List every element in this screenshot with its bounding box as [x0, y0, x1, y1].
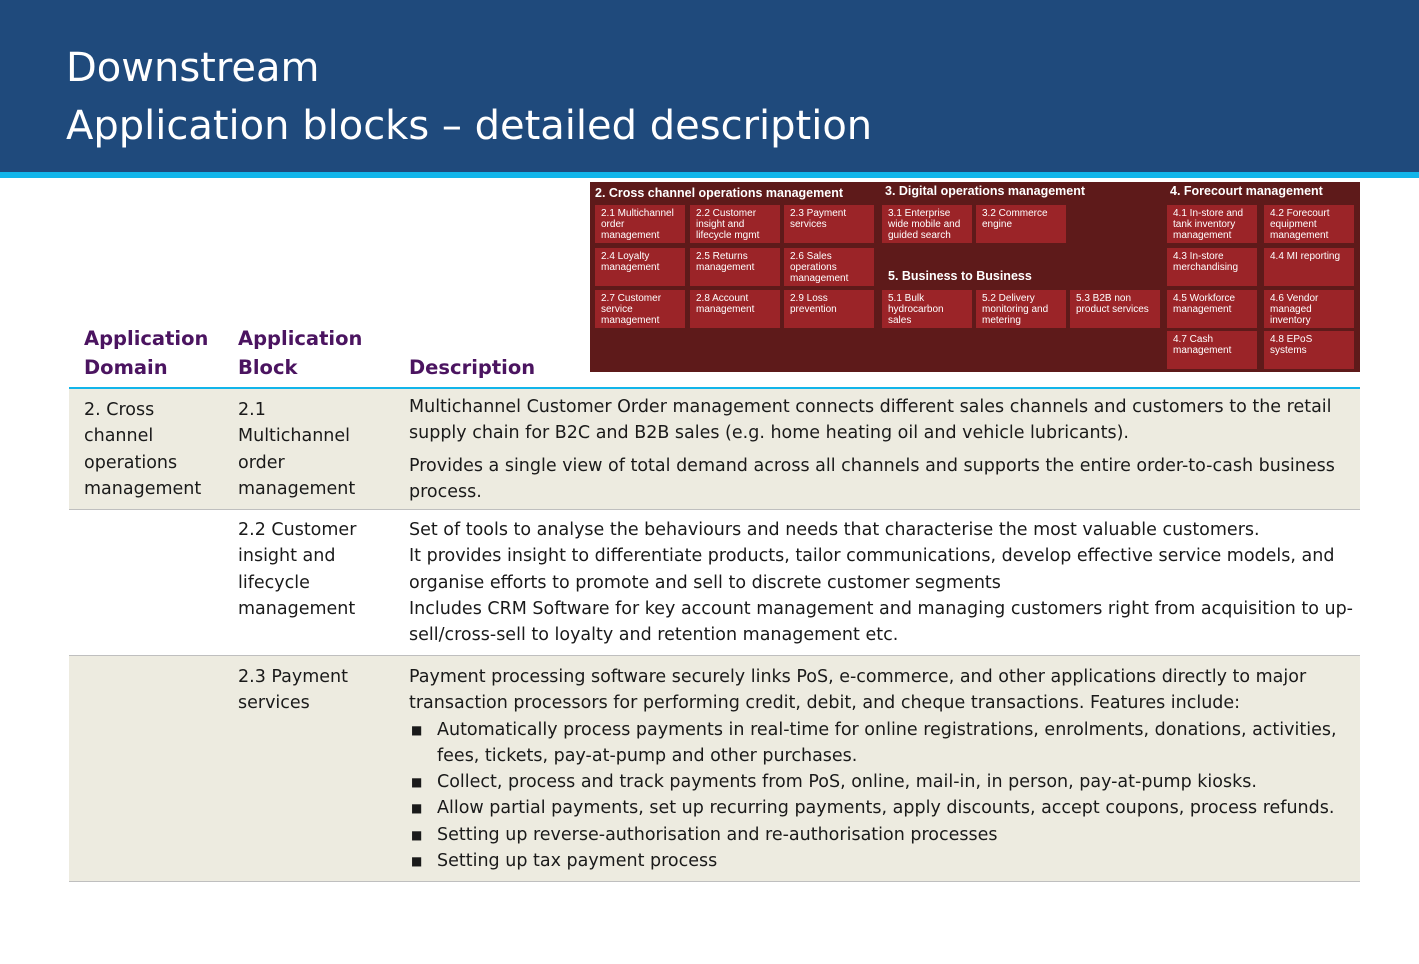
- map-heading-forecourt: 4. Forecourt management: [1170, 184, 1323, 198]
- feature-list: ■ Automatically process payments in real-…: [409, 717, 1354, 875]
- map-tile-5-1: 5.1 Bulk hydrocarbon sales: [882, 290, 972, 328]
- map-tile-2-9: 2.9 Loss prevention: [784, 290, 874, 328]
- map-tile-4-5: 4.5 Workforce management: [1167, 290, 1257, 328]
- row-domain: 2. Cross channel operations management: [84, 400, 202, 499]
- list-item: ■ Allow partial payments, set up recurrin…: [409, 795, 1354, 821]
- map-tile-4-6: 4.6 Vendor managed inventory: [1264, 290, 1354, 328]
- description-paragraph: Payment processing software securely lin…: [409, 667, 1307, 714]
- page-title-line1: Downstream: [66, 45, 320, 91]
- map-tile-5-2: 5.2 Delivery monitoring and metering: [976, 290, 1066, 328]
- map-heading-digital: 3. Digital operations management: [885, 184, 1086, 198]
- map-tile-4-3: 4.3 In-store merchandising: [1167, 248, 1257, 286]
- map-tile-4-2: 4.2 Forecourt equipment management: [1264, 205, 1354, 243]
- list-item-text: Collect, process and track payments from…: [437, 772, 1257, 793]
- map-tile-2-6: 2.6 Sales operations management: [784, 248, 874, 286]
- list-item-text: Allow partial payments, set up recurring…: [437, 798, 1335, 819]
- map-tile-2-8: 2.8 Account management: [690, 290, 780, 328]
- description-paragraph: Set of tools to analyse the behaviours a…: [409, 520, 1260, 540]
- table-row: 2.2 Customer insight and lifecycle manag…: [69, 510, 1360, 656]
- column-header-block: Application Block: [238, 327, 363, 379]
- square-bullet-icon: ■: [411, 854, 423, 869]
- header-stripe: [0, 172, 1419, 178]
- description-paragraph: Includes CRM Software for key account ma…: [409, 598, 1354, 646]
- column-header-domain: Application Domain: [84, 327, 209, 379]
- title-banner: Downstream Application blocks – detailed…: [0, 0, 1419, 172]
- application-block-map: 2. Cross channel operations management 3…: [590, 182, 1360, 372]
- list-item: ■ Automatically process payments in real-…: [409, 717, 1354, 770]
- list-item: ■ Collect, process and track payments fro…: [409, 769, 1354, 795]
- description-paragraph: It provides insight to differentiate pro…: [409, 546, 1335, 593]
- row-description: Set of tools to analyse the behaviours a…: [409, 517, 1354, 648]
- map-tile-2-1: 2.1 Multichannel order management: [595, 205, 685, 243]
- header-rule: [69, 387, 1360, 389]
- list-item: ■ Setting up tax payment process: [409, 848, 1354, 874]
- list-item: ■ Setting up reverse-authorisation and re…: [409, 822, 1354, 848]
- square-bullet-icon: ■: [411, 801, 423, 816]
- description-paragraph: Provides a single view of total demand a…: [409, 455, 1335, 502]
- row-description: Multichannel Customer Order management c…: [409, 394, 1354, 505]
- square-bullet-icon: ■: [411, 827, 423, 842]
- row-block: 2.1 Multichannel order management: [238, 400, 356, 499]
- list-item-text: Setting up tax payment process: [437, 851, 718, 872]
- map-tile-4-1: 4.1 In-store and tank inventory manageme…: [1167, 205, 1257, 243]
- map-heading-cross-channel: 2. Cross channel operations management: [595, 186, 843, 200]
- map-tile-4-7: 4.7 Cash management: [1167, 331, 1257, 369]
- square-bullet-icon: ■: [411, 775, 423, 790]
- map-tile-5-3: 5.3 B2B non product services: [1070, 290, 1160, 328]
- description-paragraph: Multichannel Customer Order management c…: [409, 397, 1332, 444]
- map-tile-3-2: 3.2 Commerce engine: [976, 205, 1066, 243]
- map-tile-2-5: 2.5 Returns management: [690, 248, 780, 286]
- column-header-description: Description: [409, 356, 536, 379]
- list-item-text: Automatically process payments in real-t…: [437, 719, 1337, 766]
- map-tile-2-3: 2.3 Payment services: [784, 205, 874, 243]
- table-row: 2.3 Payment services Payment processing …: [69, 656, 1360, 882]
- map-tile-4-4: 4.4 MI reporting: [1264, 248, 1354, 286]
- map-tile-2-4: 2.4 Loyalty management: [595, 248, 685, 286]
- row-block: 2.3 Payment services: [238, 667, 349, 714]
- square-bullet-icon: ■: [411, 722, 423, 737]
- page-title-line2: Application blocks – detailed descriptio…: [66, 103, 873, 149]
- map-tile-2-2: 2.2 Customer insight and lifecycle mgmt: [690, 205, 780, 243]
- row-block: 2.2 Customer insight and lifecycle manag…: [238, 520, 357, 619]
- map-tile-4-8: 4.8 EPoS systems: [1264, 331, 1354, 369]
- row-description: Payment processing software securely lin…: [409, 664, 1354, 874]
- table-row: 2. Cross channel operations management 2…: [69, 389, 1360, 510]
- map-tile-2-7: 2.7 Customer service management: [595, 290, 685, 328]
- map-tile-3-1: 3.1 Enterprise wide mobile and guided se…: [882, 205, 972, 243]
- map-heading-b2b: 5. Business to Business: [888, 269, 1032, 283]
- list-item-text: Setting up reverse-authorisation and re-…: [437, 824, 998, 845]
